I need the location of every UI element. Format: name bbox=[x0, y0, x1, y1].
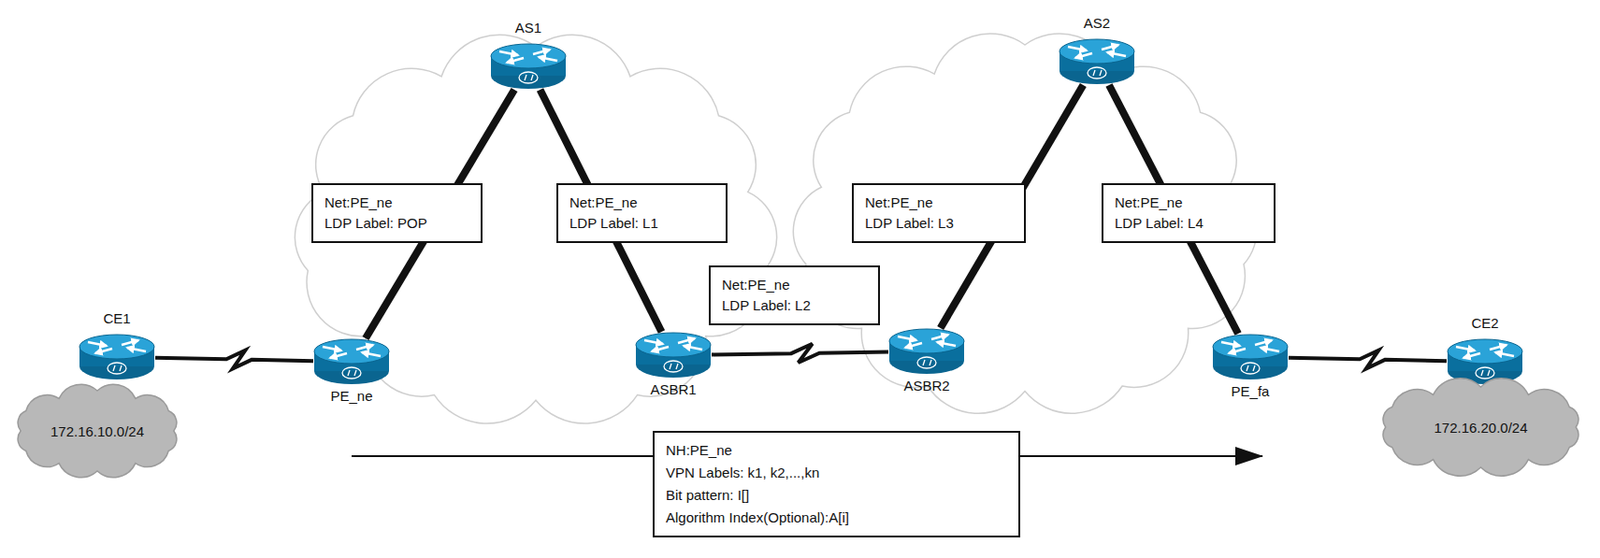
router-icon bbox=[313, 338, 390, 386]
prefix-label: 172.16.20.0/24 bbox=[1433, 419, 1528, 436]
router-name: AS1 bbox=[490, 19, 567, 37]
label-line: Net:PE_ne bbox=[569, 192, 715, 214]
label-box: Net:PE_neLDP Label: L3 bbox=[851, 183, 1026, 244]
serial-link bbox=[711, 344, 889, 363]
router-name: PE_fa bbox=[1211, 383, 1289, 401]
router-name: ASBR1 bbox=[634, 381, 712, 399]
router-node: ASBR1 bbox=[634, 331, 712, 379]
router-icon bbox=[888, 328, 966, 375]
label-line: LDP Label: L3 bbox=[864, 213, 1013, 234]
serial-link bbox=[155, 350, 314, 370]
label-line: Net:PE_ne bbox=[864, 192, 1013, 214]
router-icon bbox=[1058, 38, 1136, 86]
router-name: CE1 bbox=[78, 310, 156, 328]
network-cloud: 172.16.10.0/24 bbox=[3, 381, 191, 481]
router-name: ASBR2 bbox=[888, 377, 966, 395]
label-line: Algorithm Index(Optional):A[i] bbox=[665, 506, 1008, 530]
label-line: Net:PE_ne bbox=[721, 274, 867, 296]
label-box: Net:PE_neLDP Label: L1 bbox=[556, 183, 728, 244]
router-node: PE_ne bbox=[313, 338, 390, 386]
router-name: AS2 bbox=[1058, 14, 1136, 32]
as-cloud bbox=[294, 34, 777, 424]
label-line: LDP Label: L4 bbox=[1114, 213, 1263, 234]
label-line: LDP Label: POP bbox=[324, 213, 470, 234]
prefix-label: 172.16.10.0/24 bbox=[50, 423, 145, 440]
label-line: Net:PE_ne bbox=[1114, 192, 1263, 214]
label-box: Net:PE_neLDP Label: L2 bbox=[708, 265, 880, 326]
cloud-outline bbox=[17, 384, 177, 477]
label-box: NH:PE_neVPN Labels: k1, k2,...,knBit pat… bbox=[652, 431, 1021, 538]
label-line: LDP Label: L2 bbox=[721, 295, 867, 317]
router-node: AS2 bbox=[1058, 38, 1136, 86]
router-name: CE2 bbox=[1446, 315, 1524, 332]
serial-link bbox=[1288, 350, 1447, 370]
cloud-outline bbox=[1383, 378, 1579, 476]
router-node: PE_fa bbox=[1211, 333, 1289, 381]
router-icon bbox=[634, 331, 712, 379]
label-line: NH:PE_ne bbox=[665, 439, 1008, 462]
label-line: Bit pattern: I[] bbox=[665, 484, 1008, 507]
router-node: ASBR2 bbox=[888, 328, 966, 375]
label-line: VPN Labels: k1, k2,...,kn bbox=[665, 461, 1008, 485]
router-name: PE_ne bbox=[313, 388, 390, 405]
label-line: LDP Label: L1 bbox=[569, 213, 715, 234]
router-node: AS1 bbox=[490, 43, 567, 90]
label-box: Net:PE_neLDP Label: POP bbox=[311, 183, 483, 244]
router-node: CE1 bbox=[78, 333, 156, 381]
router-icon bbox=[1211, 333, 1289, 381]
label-line: Net:PE_ne bbox=[324, 192, 470, 214]
network-cloud: 172.16.20.0/24 bbox=[1367, 377, 1595, 477]
router-icon bbox=[78, 333, 156, 381]
label-box: Net:PE_neLDP Label: L4 bbox=[1101, 183, 1276, 244]
router-icon bbox=[490, 43, 567, 90]
